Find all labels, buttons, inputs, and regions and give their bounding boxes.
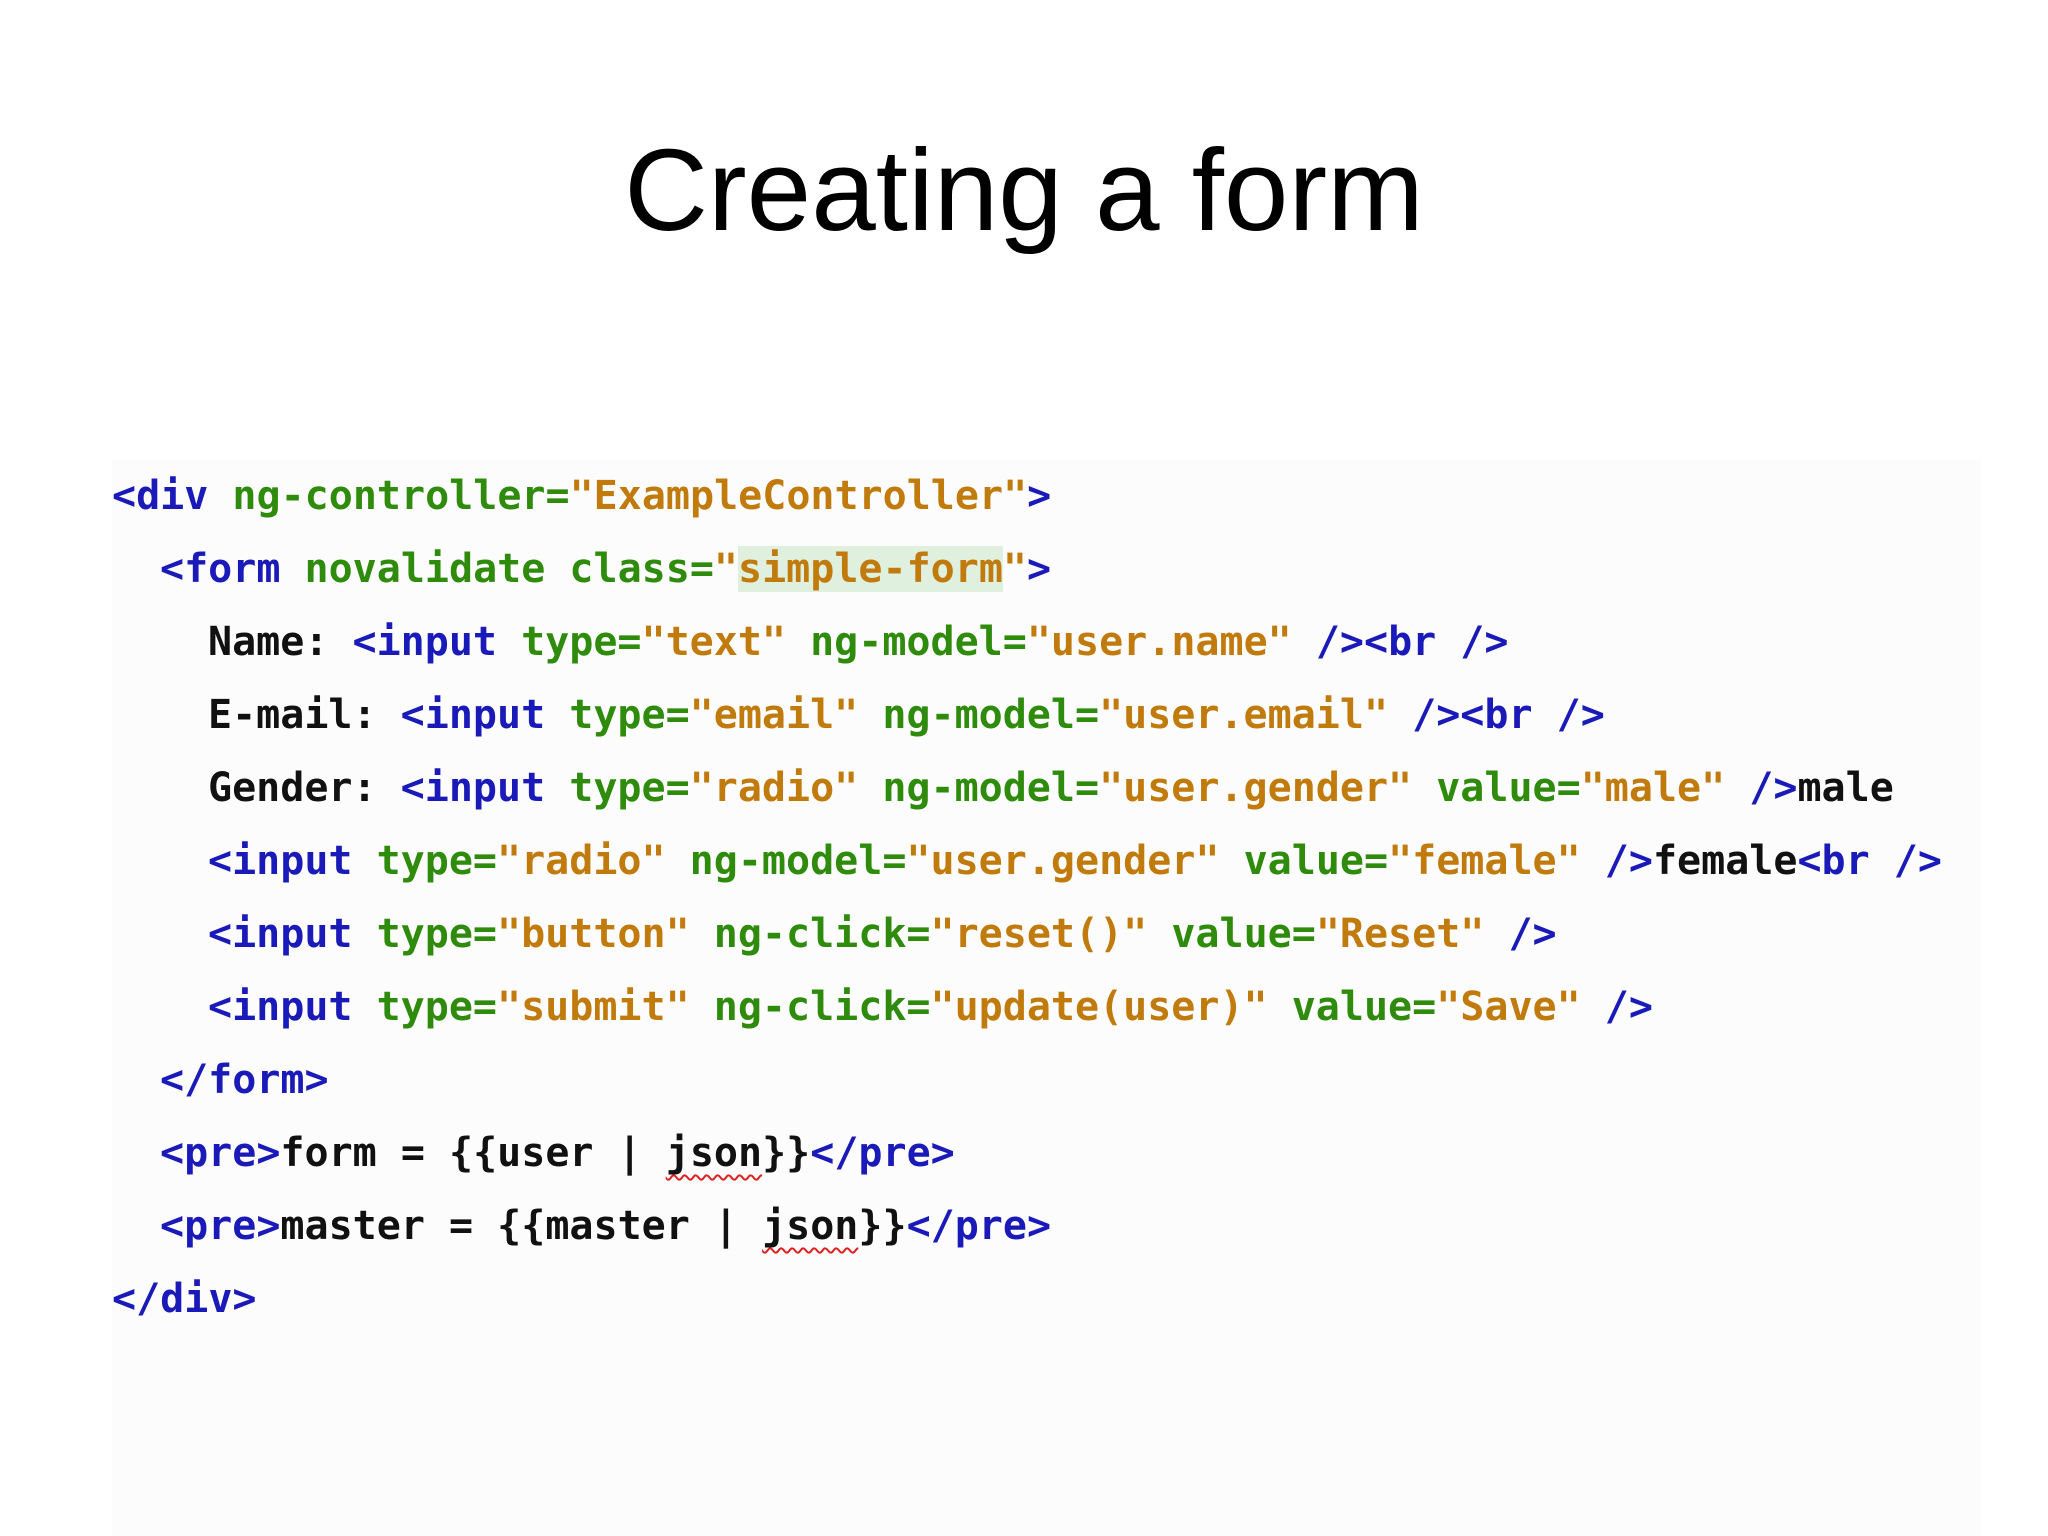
plain-text: Name: (208, 619, 353, 665)
tag-open: <pre> (160, 1130, 281, 1176)
code-panel: <div ng-controller="ExampleController"> … (112, 460, 1982, 1536)
spellcheck-underlined-text: json (665, 1130, 763, 1176)
attr-name: ng-model= (858, 765, 1100, 811)
tag-open: <div (112, 473, 209, 519)
attr-name: value= (1267, 984, 1437, 1030)
plain-text: Gender: (208, 765, 401, 811)
tag-close: /> (1725, 765, 1798, 811)
tag-open: <input (208, 984, 353, 1030)
code-line-10: <pre>form = {{user | json}}</pre> (160, 1117, 955, 1190)
attr-value: "radio" (497, 838, 666, 884)
attr-value: "reset()" (930, 911, 1148, 957)
attr-name: novalidate class= (280, 546, 714, 592)
plain-text: master = {{master | (280, 1203, 763, 1249)
tag-close: /> (1484, 911, 1557, 957)
code-line-9: </form> (160, 1044, 329, 1117)
attr-name: type= (352, 911, 497, 957)
tag-close: </form> (160, 1057, 329, 1103)
plain-text: }} (762, 1130, 811, 1176)
attr-name: type= (352, 838, 497, 884)
attr-value: "user.email" (1099, 692, 1389, 738)
attr-value: "button" (497, 911, 690, 957)
attr-value: "Reset" (1315, 911, 1485, 957)
tag-open: <pre> (160, 1203, 281, 1249)
quote: " (1003, 473, 1028, 519)
code-line-1: <div ng-controller="ExampleController"> (112, 460, 1051, 533)
attr-name: value= (1147, 911, 1316, 957)
attr-name: type= (352, 984, 497, 1030)
attr-name: value= (1412, 765, 1581, 811)
plain-text: E-mail: (208, 692, 401, 738)
attr-value: "text" (641, 619, 787, 665)
slide-title: Creating a form (624, 125, 1424, 255)
attr-value: "user.gender" (906, 838, 1220, 884)
code-line-3: Name: <input type="text" ng-model="user.… (208, 606, 1508, 679)
code-line-4: E-mail: <input type="email" ng-model="us… (208, 679, 1605, 752)
attr-name: type= (545, 692, 690, 738)
plain-text: male (1797, 765, 1894, 811)
tag-open: <input (208, 911, 353, 957)
tag-close: /> (1580, 984, 1653, 1030)
tag-close: /><br /> (1291, 619, 1509, 665)
code-line-2: <form novalidate class="simple-form"> (160, 533, 1051, 606)
tag-close: > (1027, 473, 1052, 519)
attr-value: "female" (1388, 838, 1581, 884)
attr-name: ng-model= (665, 838, 907, 884)
attr-name: value= (1219, 838, 1389, 884)
code-line-6: <input type="radio" ng-model="user.gende… (208, 825, 1942, 898)
tag-open: <input (208, 838, 353, 884)
quote: " (1002, 546, 1027, 592)
attr-name: type= (545, 765, 690, 811)
tag-open: <form (160, 546, 281, 592)
tag-close: </pre> (906, 1203, 1052, 1249)
attr-name: ng-controller= (208, 473, 570, 519)
tag-close: </div> (112, 1276, 257, 1322)
code-line-12: </div> (112, 1263, 257, 1336)
attr-value: "radio" (689, 765, 859, 811)
attr-value: "user.gender" (1099, 765, 1413, 811)
quote: " (569, 473, 594, 519)
code-line-5: Gender: <input type="radio" ng-model="us… (208, 752, 1894, 825)
tag-open: <input (400, 692, 546, 738)
code-line-11: <pre>master = {{master | json}}</pre> (160, 1190, 1051, 1263)
plain-text: form = {{user | (280, 1130, 666, 1176)
code-line-8: <input type="submit" ng-click="update(us… (208, 971, 1653, 1044)
tag-open: <input (352, 619, 498, 665)
tag-close: </pre> (810, 1130, 955, 1176)
attr-name: type= (497, 619, 642, 665)
tag-close: /><br /> (1388, 692, 1605, 738)
tag-close: > (1027, 546, 1052, 592)
highlighted-attr-value: simple-form (738, 546, 1003, 592)
attr-value: "Save" (1436, 984, 1581, 1030)
tag-open: <input (400, 765, 546, 811)
spellcheck-underlined-text: json (762, 1203, 859, 1249)
attr-name: ng-click= (689, 984, 931, 1030)
quote: " (713, 546, 738, 592)
attr-name: ng-model= (786, 619, 1027, 665)
attr-value: "email" (689, 692, 859, 738)
tag-close: /> (1580, 838, 1653, 884)
code-line-7: <input type="button" ng-click="reset()" … (208, 898, 1557, 971)
attr-name: ng-model= (858, 692, 1100, 738)
plain-text: }} (858, 1203, 907, 1249)
plain-text: female (1652, 838, 1798, 884)
attr-value: "male" (1580, 765, 1726, 811)
tag-br: <br /> (1797, 838, 1942, 884)
attr-value: "user.name" (1026, 619, 1292, 665)
attr-value: "update(user)" (930, 984, 1268, 1030)
attr-value: "submit" (497, 984, 690, 1030)
attr-value: ExampleController (593, 473, 1004, 519)
attr-name: ng-click= (689, 911, 931, 957)
